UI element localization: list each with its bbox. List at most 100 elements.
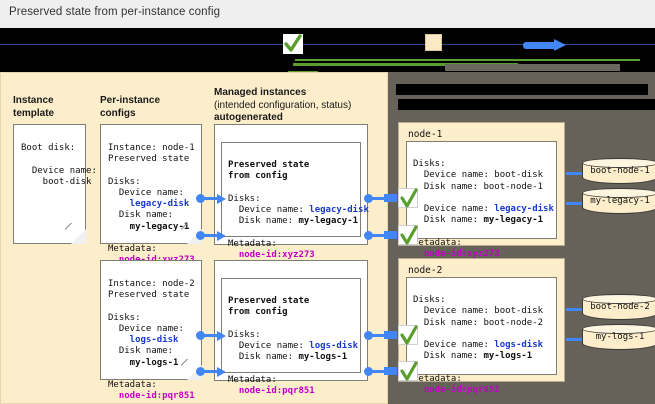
pic2-preserved: Preserved state [108, 290, 190, 301]
disk-connector-my-legacy-1 [566, 202, 586, 205]
flow-line-mi1-metadata [370, 234, 386, 237]
mi1-disk-name-label: Disk name: [228, 216, 299, 227]
pic2-instance: Instance: node-2 [108, 279, 195, 290]
column-heading-per-instance-configs: Per-instance configs [100, 95, 161, 119]
pic2-disks-label: Disks: [108, 312, 141, 323]
disk-connector-boot-node-2 [566, 308, 586, 311]
node-1-name: node-1 [408, 129, 443, 140]
mi1-disks-label: Disks: [228, 193, 261, 204]
mi2-device-name-value: logs-disk [309, 341, 359, 352]
column-heading-instance-template: Instance template [13, 95, 55, 119]
pic1-metadata-label: Metadata: [108, 244, 157, 255]
cream-square-icon [425, 34, 442, 51]
pic2-device-name-label: Device name: [108, 324, 184, 335]
flow-line-mi2-disks [370, 334, 386, 337]
mi2-metadata-value: node-id:pqr851 [228, 385, 315, 396]
disk-connector-boot-node-1 [566, 172, 586, 175]
mi2-device-name-label: Device name: [228, 341, 310, 352]
pic1-disks-label: Disks: [108, 176, 141, 187]
flow-line-mi1-disks [370, 197, 386, 200]
flow-line-pic1-disks [203, 197, 219, 200]
flow-arrowhead-pic1-metadata [217, 231, 226, 241]
mi1-metadata-value: node-id:xyz273 [228, 249, 315, 260]
mi1-device-name-value: legacy-disk [309, 205, 369, 216]
n1-metadata-value: node-id:xyz273 [413, 248, 500, 259]
pic2-metadata-label: Metadata: [108, 380, 157, 391]
flow-dot-mi1-disks [364, 194, 373, 203]
flow-line-pic2-metadata [203, 370, 219, 373]
n1-disks-label: Disks: [413, 159, 446, 170]
managed-instance-inner-node-2: Preserved state from config Disks: Devic… [221, 278, 361, 396]
page-title: Preserved state from per-instance config [9, 6, 221, 18]
managed-heading-line3: autogenerated [214, 112, 283, 123]
n1-metadata-label: Metadata: [413, 237, 462, 248]
flow-line-mi2-metadata [370, 370, 386, 373]
pic1-device-name-value: legacy-disk [108, 199, 190, 210]
pic2-device-name-value: logs-disk [108, 335, 179, 346]
page-header: Preserved state from per-instance config [0, 0, 655, 28]
node-2-name: node-2 [408, 265, 443, 276]
mi1-metadata-label: Metadata: [228, 238, 277, 249]
status-check-node-1-disks [398, 188, 418, 208]
right-panel-heading-redacted [396, 84, 655, 114]
flow-line-pic1-metadata [203, 234, 219, 237]
flow-arrowhead-pic2-disks [217, 331, 226, 341]
flow-dot-pic1-metadata [196, 231, 205, 240]
n1-boot-disk-line: Disk name: boot-node-1 [413, 181, 544, 192]
node-1-details: Disks: Device name: boot-disk Disk name:… [406, 141, 557, 259]
n2-disk-name-value: my-logs-1 [483, 351, 533, 362]
pic1-instance: Instance: node-1 [108, 143, 195, 154]
n2-device-name-label: Device name: [413, 340, 495, 351]
legend-green-rule-a [295, 59, 640, 61]
n2-disk-name-label: Disk name: [413, 351, 484, 362]
flow-line-pic2-disks [203, 334, 219, 337]
column-heading-managed-instances: Managed instances (intended configuratio… [214, 87, 351, 125]
flow-stub-mi1-metadata [384, 231, 397, 239]
legend-grey-rule-a [445, 64, 620, 71]
disk-cylinder-boot-node-1: boot-node-1 [582, 158, 655, 184]
legend-strip [0, 28, 655, 72]
mi1-preserved-line2: from config [228, 171, 288, 182]
disk-label-boot-node-2: boot-node-2 [590, 302, 650, 312]
n1-device-name-label: Device name: [413, 204, 495, 215]
mi1-disk-name-value: my-legacy-1 [298, 216, 359, 227]
mi2-disk-name-value: my-logs-1 [298, 352, 348, 363]
green-check-icon [283, 34, 303, 54]
flow-dot-pic1-disks [196, 194, 205, 203]
pic1-disk-name-value: my-legacy-1 [108, 221, 190, 232]
blue-arrow-icon [523, 39, 575, 51]
pic2-metadata-value: node-id:pqr851 [108, 391, 195, 402]
disk-cylinder-my-logs-1: my-logs-1 [582, 324, 655, 350]
disk-cylinder-my-legacy-1: my-legacy-1 [582, 188, 655, 214]
flow-dot-pic2-metadata [196, 367, 205, 376]
flow-dot-pic2-disks [196, 331, 205, 340]
mi2-preserved-line2: from config [228, 307, 288, 318]
managed-instance-inner-node-1: Preserved state from config Disks: Devic… [221, 142, 369, 260]
legend-green-rule-c [288, 71, 318, 72]
mi1-device-name-label: Device name: [228, 205, 310, 216]
flow-dot-mi2-metadata [364, 367, 373, 376]
n2-boot-device-line: Device name: boot-disk [413, 306, 544, 317]
mi2-disk-name-label: Disk name: [228, 352, 299, 363]
n1-disk-name-value: my-legacy-1 [483, 215, 544, 226]
pic2-disk-name-label: Disk name: [108, 346, 174, 357]
disk-connector-my-logs-1 [566, 338, 586, 341]
status-check-node-2-disks [398, 325, 418, 345]
n2-disks-label: Disks: [413, 295, 446, 306]
legend-underline [0, 44, 655, 45]
n2-boot-disk-line: Disk name: boot-node-2 [413, 317, 544, 328]
n2-metadata-label: Metadata: [413, 373, 462, 384]
mi2-preserved-line1: Preserved state [228, 296, 310, 307]
flow-stub-mi1-disks [384, 194, 397, 202]
disk-label-my-legacy-1: my-legacy-1 [590, 196, 650, 206]
disk-label-boot-node-1: boot-node-1 [590, 166, 650, 176]
managed-heading-line2: (intended configuration, status) [214, 99, 352, 111]
pic1-preserved: Preserved state [108, 154, 190, 165]
n2-device-name-value: logs-disk [494, 340, 544, 351]
flow-stub-mi2-disks [384, 331, 397, 339]
status-check-node-2-metadata [398, 361, 418, 381]
flow-arrowhead-pic2-metadata [217, 367, 226, 377]
instance-template-card: Boot disk: Device name: boot-disk [13, 124, 97, 244]
managed-heading-line1: Managed instances [214, 87, 307, 98]
flow-arrowhead-pic1-disks [217, 194, 226, 204]
